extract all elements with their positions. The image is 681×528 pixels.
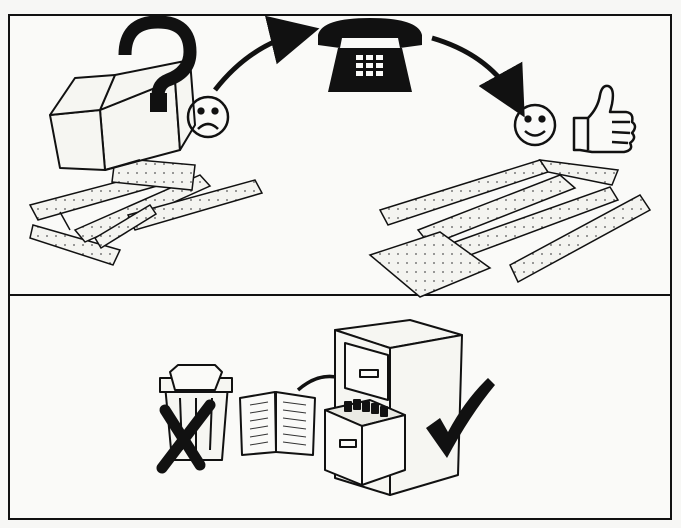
happy-face-icon xyxy=(513,103,557,147)
arrow-to-happy-icon xyxy=(431,35,525,118)
thumbs-up-icon xyxy=(572,84,637,154)
panel-divider xyxy=(8,294,672,296)
sorted-boards-icon xyxy=(368,159,652,298)
checkmark-icon xyxy=(426,378,495,458)
manual-panel xyxy=(156,319,495,496)
question-mark-icon xyxy=(118,15,197,112)
arrow-to-phone-icon xyxy=(213,15,320,92)
filing-cabinet-icon xyxy=(324,319,463,496)
telephone-icon xyxy=(318,18,422,92)
booklet-icon xyxy=(239,391,316,456)
damaged-panel xyxy=(28,15,652,298)
cross-icon xyxy=(156,399,216,474)
sad-face-icon xyxy=(186,95,230,139)
scattered-boards-icon xyxy=(28,157,264,266)
